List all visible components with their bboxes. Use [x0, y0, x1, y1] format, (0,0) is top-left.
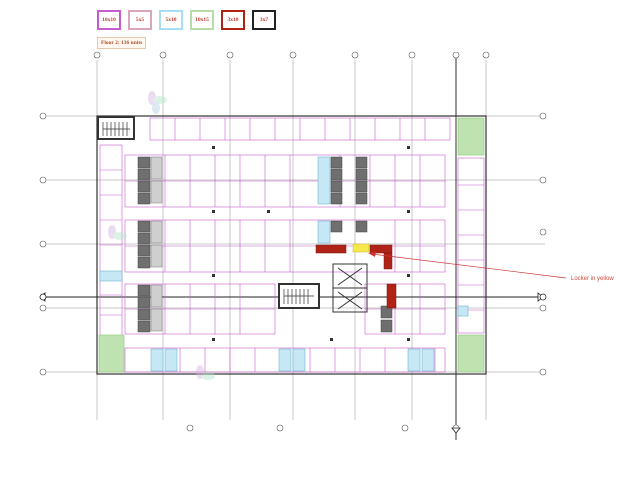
unit-grid-10x10 — [99, 117, 485, 373]
annotation-arrowhead — [368, 252, 376, 257]
stair-core-center — [278, 283, 320, 309]
building-outline — [96, 115, 487, 375]
units-5x10 — [99, 156, 469, 372]
legend-10x15: 10x15 — [190, 10, 214, 30]
stair-core-nw — [97, 116, 135, 140]
elevator-core — [332, 263, 368, 313]
annotation-leader-line — [371, 253, 567, 279]
locker-annotation: Locker in yellow — [571, 276, 614, 282]
units-3x10 — [315, 244, 397, 309]
watermark-flowers — [108, 91, 215, 380]
units-dark — [137, 156, 393, 333]
legend-10x10: 10x10 — [97, 10, 121, 30]
legend-5x10: 5x10 — [159, 10, 183, 30]
legend-5x5: 5x5 — [128, 10, 152, 30]
units-10x15 — [98, 117, 485, 373]
legend-3x10: 3x10 — [221, 10, 245, 30]
unit-size-legend: 10x10 5x5 5x10 10x15 3x10 3x7 — [97, 10, 276, 30]
grid-lines — [40, 55, 545, 440]
units-light-gray — [150, 156, 163, 332]
section-markers — [39, 292, 547, 434]
floor-unit-count: Floor 2: 136 units — [97, 37, 147, 49]
legend-3x7: 3x7 — [252, 10, 276, 30]
locker-unit — [352, 243, 370, 253]
columns — [212, 146, 410, 341]
